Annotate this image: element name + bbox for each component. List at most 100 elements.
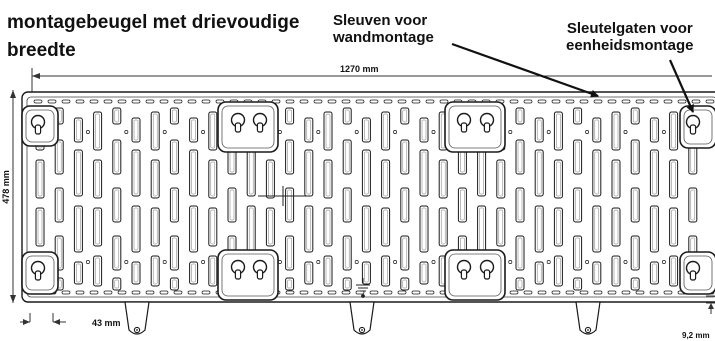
wall-mount-slot [323,111,333,151]
wall-mount-slot-inner [517,109,523,123]
keyhole-panels [21,101,715,301]
wall-mount-slot [169,187,179,223]
wall-mount-slot [630,107,640,125]
wall-mount-slot [265,159,275,199]
keyhole-callout: Sleutelgaten voor eenheidsmontage [566,20,694,54]
wall-mount-slot [438,159,448,199]
wall-mount-slot [208,207,218,247]
tab-depth-dimension-line [706,295,715,314]
keyhole-panel-inner [221,105,275,149]
mount-hole [431,260,436,264]
edge-slot [299,290,309,295]
edge-slot [537,99,547,104]
edge-slot [593,99,603,104]
wall-mount-slot-inner [152,209,158,245]
edge-slot [649,290,659,295]
wall-mount-slot [611,207,621,247]
keyhole-slot [256,122,264,133]
wall-mount-slot [361,205,371,253]
wall-mount-slot [630,187,640,223]
wall-mount-slot [285,107,295,125]
wall-mount-slot [112,235,122,271]
wall-mount-slot [150,207,160,247]
wall-mount-slot [592,149,602,197]
wall-mount-slot-inner [172,141,177,173]
wall-mount-slot-inner [652,207,657,251]
wall-slot-callout-line-2: wandmontage [333,29,434,46]
wall-mount-slot-inner [364,151,369,195]
wall-mount-slot-inner [133,119,139,141]
keyhole-panel-inner [25,255,55,291]
wall-mount-slot [400,235,410,271]
edge-slot [677,99,687,104]
wall-mount-slot-inner [402,189,408,221]
wall-mount-slot-inner [517,189,523,221]
mount-tab-hole-center [587,329,589,331]
edge-slot [523,99,533,104]
edge-slot [397,290,407,295]
edge-slot [355,99,365,104]
edge-slot [635,290,645,295]
wall-mount-slot [93,111,103,151]
wall-mount-slot-inner [671,161,676,197]
mount-hole [508,260,513,264]
mount-hole [546,130,551,134]
wall-mount-slot [342,139,352,175]
keyhole-panel-inner [448,253,502,297]
mount-hole [546,260,551,264]
wall-mount-slot [93,159,103,199]
wall-mount-slot-inner [306,263,312,283]
wall-mount-slot [381,207,391,247]
wall-mount-slot [515,235,525,271]
wall-mount-slot [323,255,333,287]
wall-mount-slot [304,149,314,197]
edge-slot [75,290,85,295]
wall-mount-slot-inner [517,279,523,289]
wall-mount-slot [496,207,506,247]
edge-slot [635,99,645,104]
mount-hole [201,260,206,264]
wall-mount-slot-inner [421,207,427,251]
wall-mount-slot [534,261,544,285]
wall-mount-slot-inner [95,113,100,149]
wall-mount-slot-inner [383,257,388,285]
wall-mount-slot-inner [556,113,561,149]
wall-mount-slot-inner [172,189,177,221]
wall-mount-slot-inner [383,161,388,197]
wall-mount-slot-inner [56,237,62,269]
wall-mount-slot-inner [498,161,504,197]
wall-mount-slot [573,187,583,223]
wall-mount-slot [304,261,314,285]
mount-tab-hole [584,326,592,334]
wall-mount-slot [534,149,544,197]
wall-mount-slot [361,261,371,285]
keyhole-slot [234,122,242,133]
wall-mount-slot [73,149,83,197]
bottom-mount-tabs [124,301,601,335]
wall-mount-slot [150,255,160,287]
wall-mount-slot-inner [575,279,580,289]
wall-mount-slot [669,159,679,199]
wall-mount-slot-inner [344,279,350,289]
keyhole-callout-line-1: Sleutelgaten voor [566,20,693,37]
height-dimension-label: 478 mm [1,167,11,207]
wall-mount-slot [534,205,544,253]
wall-mount-slot [419,149,429,197]
edge-slot [369,290,379,295]
wall-mount-slot-inner [56,189,62,221]
wall-mount-slot-inner [191,119,196,141]
edge-slot [89,290,99,295]
wall-mount-slot-inner [517,141,523,173]
wall-mount-slot [285,235,295,271]
edge-slot [173,99,183,104]
wall-mount-slot [54,187,64,223]
wall-mount-slot-inner [191,207,196,251]
wall-mount-slot [227,187,237,223]
wall-mount-slot [323,207,333,247]
wall-mount-slot [419,117,429,143]
wall-mount-slot-inner [364,207,369,251]
wall-mount-slot [361,149,371,197]
keyhole-slot [483,122,491,133]
wall-mount-slot [515,139,525,175]
